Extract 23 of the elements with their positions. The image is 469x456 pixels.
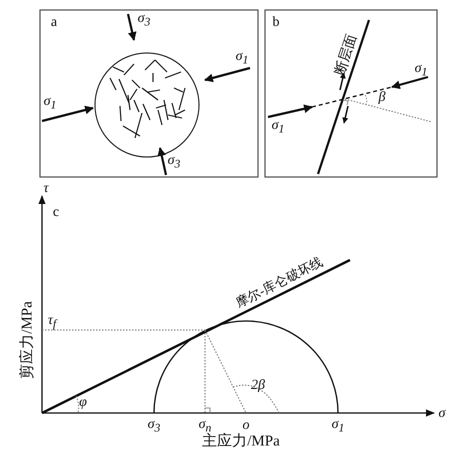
axis-title: 剪应力/MPa	[20, 301, 36, 379]
stress-symbol: σ$_{1}$	[236, 50, 248, 66]
stress-symbol: σ$_{3}$	[138, 12, 150, 28]
origin-symbol: o	[242, 419, 250, 433]
plane-label: 断层面	[334, 32, 360, 78]
angle-symbol: φ	[79, 396, 87, 410]
stress-symbol: σ$_{n}$	[198, 418, 212, 434]
panel-letter: c	[52, 206, 60, 220]
axis-title: 主应力/MPa	[202, 434, 280, 450]
stress-symbol: σ$_{1}$	[332, 418, 344, 434]
panel-letter: a	[50, 16, 58, 30]
axis-symbol: τ	[44, 182, 48, 196]
axis-symbol: σ	[438, 407, 446, 421]
stress-symbol: σ$_{3}$	[168, 154, 180, 170]
line-label: 摩尔-库仑破坏线	[234, 254, 324, 310]
angle-symbol: 2β	[251, 379, 265, 393]
stress-symbol: τ$_{f}$	[48, 314, 56, 330]
stress-symbol: σ$_{1}$	[272, 118, 284, 136]
stress-symbol: σ$_{3}$	[148, 418, 160, 434]
panel-letter: b	[272, 16, 280, 30]
stress-symbol: σ$_{1}$	[414, 62, 428, 78]
stress-symbol: σ$_{1}$	[44, 94, 56, 112]
angle-symbol: β	[378, 91, 386, 105]
